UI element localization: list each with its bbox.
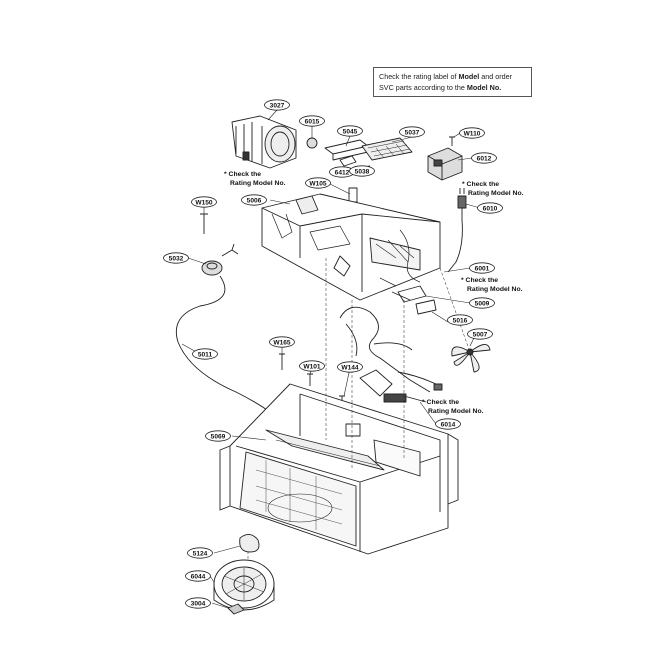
- part-switch: [397, 285, 427, 303]
- svg-text:6010: 6010: [483, 205, 498, 212]
- svg-text:5037: 5037: [405, 129, 420, 136]
- svg-text:5038: 5038: [355, 168, 370, 175]
- note-line-2: SVC parts according to the Model No.: [379, 83, 502, 92]
- svg-text:5009: 5009: [475, 300, 490, 307]
- svg-text:5006: 5006: [247, 197, 262, 204]
- filter-mesh: [361, 137, 413, 161]
- note-line-1: Check the rating label of Model and orde…: [379, 72, 513, 81]
- svg-text:W110: W110: [464, 130, 481, 137]
- part-5124: [239, 534, 260, 553]
- svg-text:W101: W101: [303, 363, 321, 370]
- svg-text:3004: 3004: [191, 600, 206, 607]
- part-label-6044: 6044: [185, 570, 211, 582]
- turntable-motor: [201, 243, 239, 276]
- part-label-6010: 6010: [477, 202, 503, 214]
- part-label-6001: 6001: [469, 262, 495, 274]
- part-label-3027: 3027: [264, 99, 290, 111]
- svg-text:Rating Model No.: Rating Model No.: [468, 190, 524, 197]
- screw-w110: [449, 136, 455, 146]
- svg-text:6014: 6014: [441, 421, 456, 428]
- part-label-w105: W105: [305, 177, 331, 189]
- svg-text:* Check the: * Check the: [462, 181, 499, 188]
- svg-text:5007: 5007: [473, 331, 488, 338]
- part-label-5006: 5006: [241, 194, 267, 206]
- part-label-5069: 5069: [205, 430, 231, 442]
- svg-text:5069: 5069: [211, 433, 226, 440]
- svg-text:6012: 6012: [477, 155, 492, 162]
- svg-text:5045: 5045: [343, 128, 358, 135]
- svg-text:5011: 5011: [198, 351, 213, 358]
- part-label-5045: 5045: [337, 125, 363, 137]
- part-label-5009: 5009: [469, 297, 495, 309]
- part-label-w144: W144: [337, 361, 363, 373]
- part-label-w165: W165: [269, 336, 295, 348]
- part-label-6015: 6015: [299, 115, 325, 127]
- power-cord: [447, 188, 467, 273]
- screw-w165: [279, 353, 285, 370]
- part-label-w110: W110: [459, 127, 485, 139]
- svg-text:6015: 6015: [305, 118, 320, 125]
- svg-text:W150: W150: [195, 199, 213, 206]
- svg-text:5016: 5016: [453, 317, 468, 324]
- part-label-5037: 5037: [399, 126, 425, 138]
- screw-w150: [200, 213, 208, 234]
- svg-text:Rating Model No.: Rating Model No.: [467, 286, 523, 293]
- svg-text:* Check the: * Check the: [461, 277, 498, 284]
- svg-text:5032: 5032: [169, 255, 184, 262]
- part-label-5011: 5011: [192, 348, 218, 360]
- bracket: [324, 139, 369, 161]
- part-label-6012: 6012: [471, 152, 497, 164]
- svg-text:W144: W144: [341, 364, 359, 371]
- svg-text:5124: 5124: [193, 550, 208, 557]
- svg-text:6044: 6044: [191, 573, 206, 580]
- motor-wire: [175, 275, 271, 413]
- fan-blade: [451, 344, 491, 373]
- part-label-5038: 5038: [349, 165, 375, 177]
- part-label-w101: W101: [299, 360, 325, 372]
- oven-cavity: [219, 383, 459, 555]
- svg-text:W105: W105: [309, 180, 327, 187]
- part-label-3004: 3004: [185, 597, 211, 609]
- part-label-5032: 5032: [163, 252, 189, 264]
- svg-text:6412: 6412: [335, 169, 350, 176]
- svg-text:3027: 3027: [270, 102, 285, 109]
- svg-text:6001: 6001: [475, 265, 490, 272]
- main-frame-assembly: [261, 193, 441, 301]
- part-nut: [227, 603, 245, 615]
- part-label-6014: 6014: [435, 418, 461, 430]
- part-label-5016: 5016: [447, 314, 473, 326]
- svg-text:Rating Model No.: Rating Model No.: [230, 180, 286, 187]
- screw-w101: [307, 373, 313, 386]
- part-label-5124: 5124: [187, 547, 213, 559]
- svg-text:* Check the: * Check the: [224, 171, 261, 178]
- part-label-w150: W150: [191, 196, 217, 208]
- part-label-5007: 5007: [467, 328, 493, 340]
- blower-fan-motor: [231, 115, 297, 169]
- svg-text:* Check the: * Check the: [422, 399, 459, 406]
- part-w105: [348, 187, 358, 203]
- part-latch: [415, 299, 437, 315]
- wire-harness: [339, 306, 443, 403]
- svg-text:W165: W165: [273, 339, 291, 346]
- rating-label-note: Check the rating label of Model and orde…: [373, 67, 532, 97]
- bottom-fan: [213, 559, 275, 611]
- part-clip: [339, 155, 357, 167]
- svg-text:Rating Model No.: Rating Model No.: [428, 408, 484, 415]
- part-ball: [306, 137, 318, 149]
- transformer: [427, 147, 463, 181]
